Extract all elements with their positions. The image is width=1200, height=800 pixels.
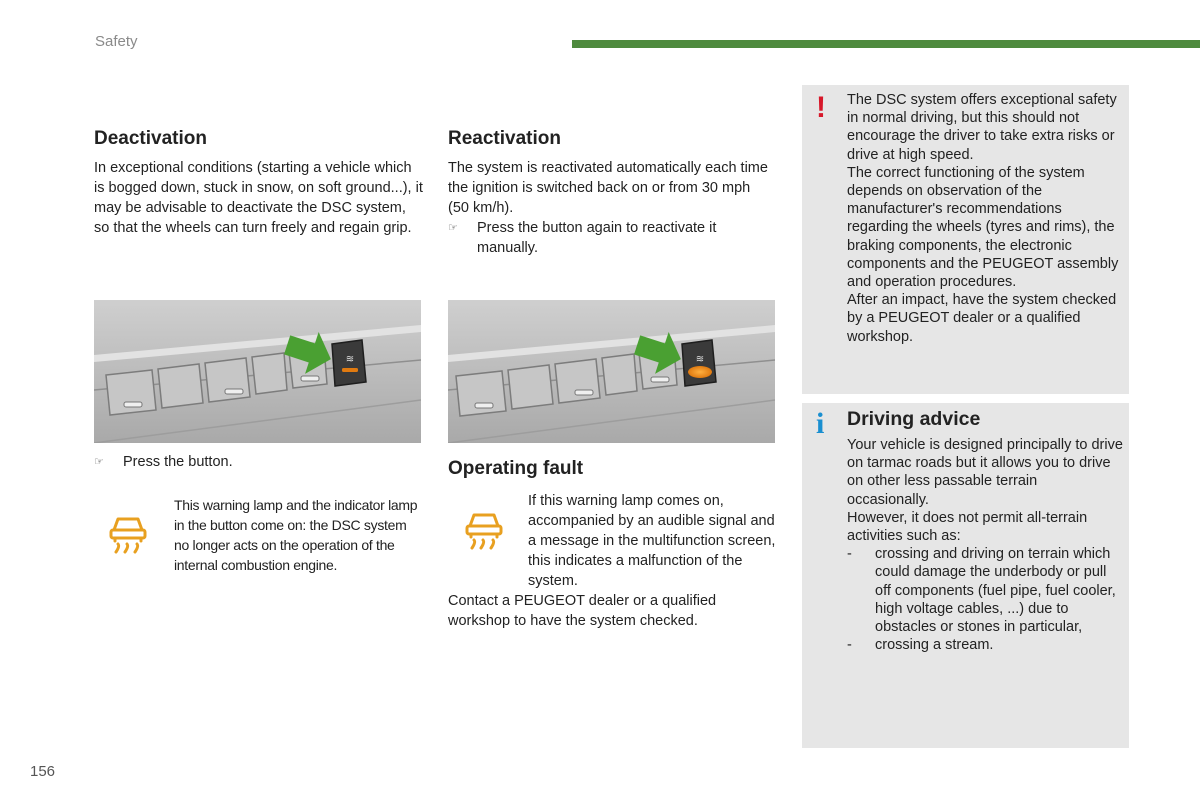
reactivation-title: Reactivation <box>448 128 561 149</box>
pointing-hand-icon: ☞ <box>94 456 104 468</box>
operating-fault-contact: Contact a PEUGEOT dealer or a qualified … <box>448 593 717 629</box>
info-icon: i <box>816 407 825 440</box>
dash-bullet: - <box>847 546 852 563</box>
deactivation-instruction: ☞ Press the button. <box>94 452 424 472</box>
deactivation-body: In exceptional conditions (starting a ve… <box>94 160 423 236</box>
reactivation-instruction-text: Press the button again to reactivate it … <box>477 220 717 256</box>
deactivation-instruction-text: Press the button. <box>123 454 233 470</box>
dsc-off-lamp-text: This warning lamp and the indicator lamp… <box>174 497 418 573</box>
dsc-button-photo: ≋ <box>94 300 421 443</box>
driving-advice-title: Driving advice <box>847 408 981 430</box>
list-item-text: crossing a stream. <box>875 637 994 654</box>
list-item-text: crossing and driving on terrain which co… <box>875 546 1116 636</box>
deactivation-section: Deactivation In exceptional conditions (… <box>94 128 424 238</box>
operating-fault-section: If this warning lamp comes on, accompani… <box>448 491 778 631</box>
advice-paragraph: However, it does not permit all-terrain … <box>847 509 1088 545</box>
svg-text:≋: ≋ <box>346 354 354 365</box>
dsc-button-photo-active: ≋ <box>448 300 775 443</box>
warning-panel: ! The DSC system offers exceptional safe… <box>802 85 1129 394</box>
warning-paragraph: After an impact, have the system checked… <box>847 292 1117 345</box>
pointing-hand-icon: ☞ <box>448 222 458 234</box>
driving-advice-text: Your vehicle is designed principally to … <box>847 436 1123 654</box>
svg-text:≋: ≋ <box>696 354 704 365</box>
warning-paragraph: The DSC system offers exceptional safety… <box>847 92 1117 163</box>
deactivation-title: Deactivation <box>94 128 207 149</box>
reactivation-instruction: ☞ Press the button again to reactivate i… <box>448 218 768 258</box>
section-label: Safety <box>95 33 138 50</box>
dash-bullet: - <box>847 637 852 654</box>
reactivation-body: The system is reactivated automatically … <box>448 160 768 216</box>
page-number: 156 <box>30 763 56 780</box>
dsc-fault-lamp-icon <box>462 506 506 550</box>
dsc-warning-lamp-icon <box>106 510 150 554</box>
advice-paragraph: Your vehicle is designed principally to … <box>847 437 1123 508</box>
exclamation-icon: ! <box>816 91 826 124</box>
warning-paragraph: The correct functioning of the system de… <box>847 164 1119 291</box>
list-item: - crossing and driving on terrain which … <box>847 545 1123 636</box>
warning-panel-text: The DSC system offers exceptional safety… <box>847 91 1123 346</box>
operating-fault-title: Operating fault <box>448 458 584 479</box>
list-item: - crossing a stream. <box>847 636 1123 654</box>
header-accent-bar <box>572 40 1200 48</box>
driving-advice-panel: i Driving advice Your vehicle is designe… <box>802 403 1129 748</box>
operating-fault-text: If this warning lamp comes on, accompani… <box>528 493 776 589</box>
reactivation-section: Reactivation The system is reactivated a… <box>448 128 768 258</box>
